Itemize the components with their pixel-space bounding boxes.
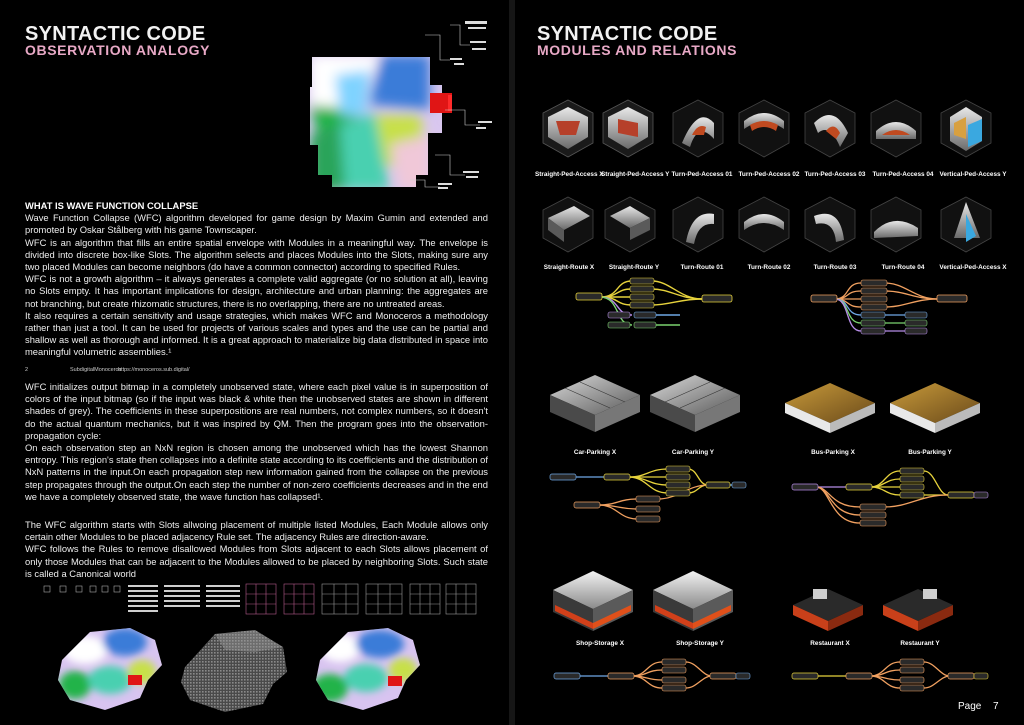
wfc-slots-section: The WFC algorithm starts with Slots allw… <box>25 519 488 580</box>
module-caption: Turn-Route 01 <box>680 264 724 271</box>
module-caption: Car-Parking Y <box>671 449 715 456</box>
wfc-colored-state-1 <box>58 628 162 710</box>
wfc-colored-state-2 <box>316 628 420 710</box>
footnote-label: SubdigitalMonoceros <box>70 367 122 373</box>
observation-analogy-image <box>310 21 492 189</box>
parking-modules-row <box>550 375 980 433</box>
paragraph-1b: WFC is an algorithm that fills an entire… <box>25 236 488 273</box>
wfc-greyscale-state <box>181 630 287 712</box>
relation-graph-bus-parking <box>791 467 989 527</box>
wfc-observation-section: WFC initializes output bitmap in a compl… <box>25 381 488 503</box>
module-caption: Straight-Route Y <box>608 264 660 271</box>
right-page-title: SYNTACTIC CODE <box>537 23 718 45</box>
module-caption: Shop-Storage Y <box>676 640 724 647</box>
module-caption: Straight-Ped-Access X <box>535 171 604 178</box>
module-caption: Turn-Ped-Access 02 <box>738 171 800 178</box>
module-caption: Turn-Ped-Access 03 <box>804 171 866 178</box>
relation-graph-car-parking <box>549 465 747 523</box>
pattern-grids-strip <box>43 583 477 615</box>
module-caption: Vertical-Ped-Access X <box>939 264 1007 271</box>
module-caption: Turn-Route 03 <box>813 264 857 271</box>
right-page-subtitle: MODULES AND RELATIONS <box>537 42 738 58</box>
section-heading: WHAT IS WAVE FUNCTION COLLAPSE <box>25 200 199 211</box>
paragraph-1c: WFC is not a growth algorithm – it alway… <box>25 273 488 309</box>
module-caption: Turn-Ped-Access 04 <box>872 171 934 178</box>
module-caption: Bus-Parking Y <box>908 449 952 456</box>
relation-graph-ped <box>575 277 733 329</box>
paragraph-1d: It also requires a certain sensitivity a… <box>25 309 488 358</box>
route-modules-row <box>542 196 992 253</box>
module-caption: Restaurant Y <box>900 640 940 647</box>
module-caption: Restaurant X <box>810 640 850 647</box>
paragraph-3b: WFC follows the Rules to remove disallow… <box>25 543 488 579</box>
shop-restaurant-modules-row <box>553 571 953 631</box>
paragraph-2a: WFC initializes output bitmap in a compl… <box>25 381 488 441</box>
footnote-url: https://monoceros.sub.digital/ <box>118 367 190 373</box>
wfc-intro-section: WHAT IS WAVE FUNCTION COLLAPSE Wave Func… <box>25 200 488 359</box>
page-label: Page <box>958 701 982 712</box>
page-gutter <box>509 0 515 725</box>
ped-access-modules-row <box>542 99 992 158</box>
module-caption: Turn-Ped-Access 01 <box>671 171 733 178</box>
module-caption: Turn-Route 02 <box>747 264 791 271</box>
module-caption: Turn-Route 04 <box>881 264 925 271</box>
module-icon <box>542 99 594 158</box>
module-caption: Car-Parking X <box>573 449 617 456</box>
page-number: 7 <box>993 701 999 712</box>
relation-graph-restaurant <box>791 658 989 692</box>
relation-graph-route <box>810 279 968 335</box>
module-caption: Straight-Ped-Access Y <box>601 171 670 178</box>
relation-graph-shop-storage <box>553 658 751 692</box>
footnote-number: 2 <box>25 367 29 373</box>
paragraph-2b: On each observation step an NxN region i… <box>25 442 488 502</box>
left-page-title: SYNTACTIC CODE <box>25 23 206 45</box>
left-page-subtitle: OBSERVATION ANALOGY <box>25 42 211 58</box>
paragraph-1a: Wave Function Collapse (WFC) algorithm d… <box>25 212 488 236</box>
paragraph-3a: The WFC algorithm starts with Slots allw… <box>25 519 488 543</box>
module-caption: Vertical-Ped-Access Y <box>939 171 1007 178</box>
module-caption: Shop-Storage X <box>576 640 624 647</box>
module-caption: Bus-Parking X <box>811 449 855 456</box>
module-caption: Straight-Route X <box>543 264 595 271</box>
